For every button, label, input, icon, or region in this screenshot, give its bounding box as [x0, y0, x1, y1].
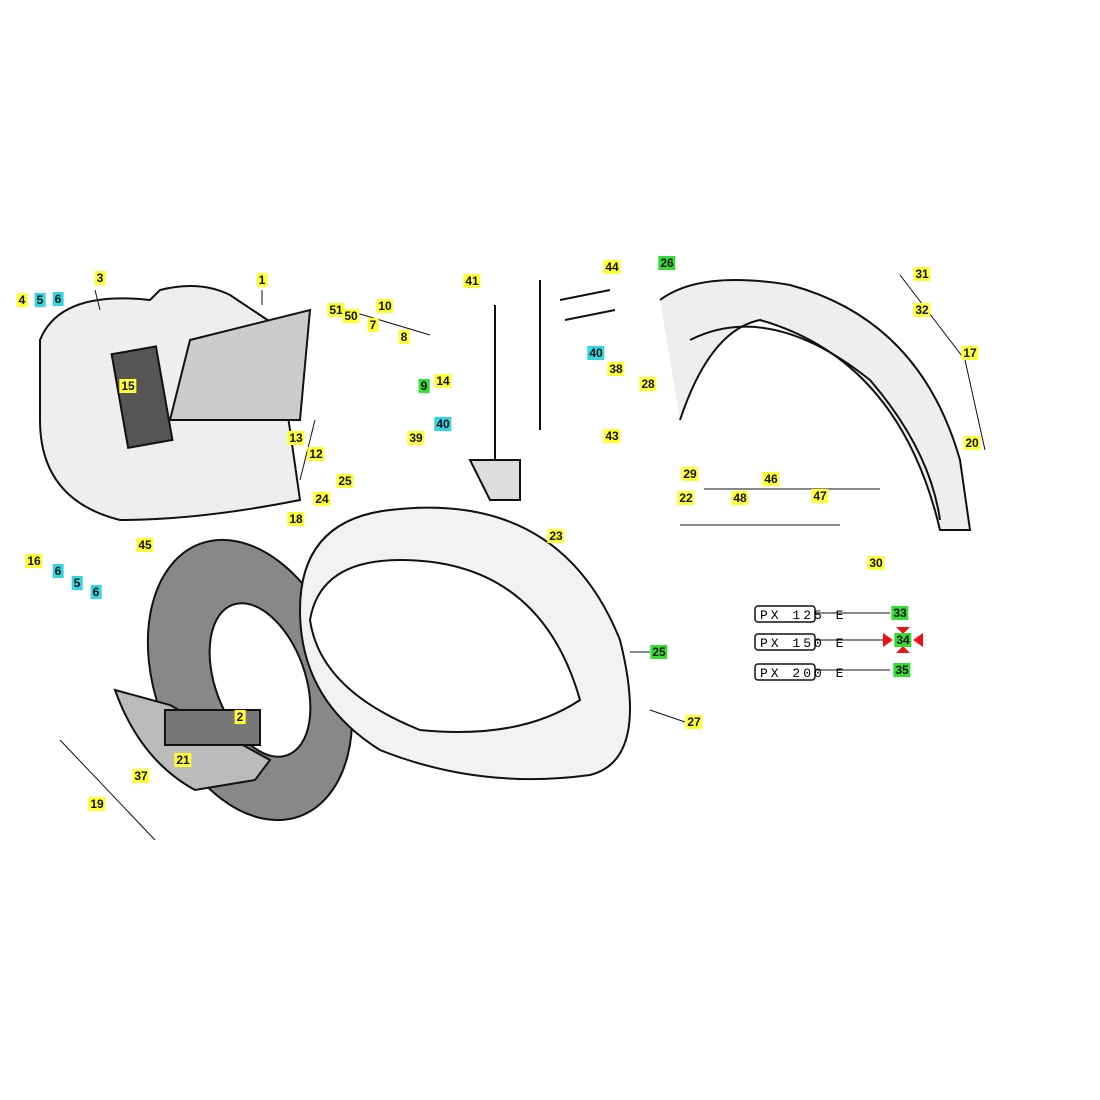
callout-28[interactable]: 28	[639, 377, 657, 391]
callout-13[interactable]: 13	[287, 431, 305, 445]
callout-3[interactable]: 3	[94, 271, 106, 285]
callout-19[interactable]: 19	[88, 797, 106, 811]
callout-44[interactable]: 44	[603, 260, 621, 274]
callout-46[interactable]: 46	[762, 472, 780, 486]
callout-17[interactable]: 17	[961, 346, 979, 360]
callout-10[interactable]: 10	[376, 299, 394, 313]
callout-4[interactable]: 4	[16, 293, 28, 307]
callout-14[interactable]: 14	[434, 374, 452, 388]
callout-39[interactable]: 39	[407, 431, 425, 445]
callout-38[interactable]: 38	[607, 362, 625, 376]
callout-50[interactable]: 50	[342, 309, 360, 323]
callout-5-lower[interactable]: 5	[71, 576, 83, 590]
callout-6-bottom[interactable]: 6	[90, 585, 102, 599]
callout-7[interactable]: 7	[367, 318, 379, 332]
callout-51[interactable]: 51	[327, 303, 345, 317]
callout-23[interactable]: 23	[547, 529, 565, 543]
callout-6-lower[interactable]: 6	[52, 564, 64, 578]
callout-6[interactable]: 6	[52, 292, 64, 306]
rear-fender	[659, 279, 972, 531]
callout-31[interactable]: 31	[913, 267, 931, 281]
callout-5[interactable]: 5	[34, 293, 46, 307]
badge-px200: PX 200 E	[760, 666, 846, 681]
callout-40-lower[interactable]: 40	[434, 417, 452, 431]
callout-33[interactable]: 33	[891, 606, 909, 620]
badge-px125: PX 125 E	[760, 608, 846, 623]
callout-47[interactable]: 47	[811, 489, 829, 503]
callout-40[interactable]: 40	[587, 346, 605, 360]
selection-marker-icon	[883, 627, 923, 653]
callout-48[interactable]: 48	[731, 491, 749, 505]
model-badges	[754, 605, 816, 681]
callout-25[interactable]: 25	[336, 474, 354, 488]
callout-21[interactable]: 21	[174, 753, 192, 767]
callout-9[interactable]: 9	[418, 379, 430, 393]
callout-41[interactable]: 41	[463, 274, 481, 288]
callout-29[interactable]: 29	[681, 467, 699, 481]
callout-25-cowl[interactable]: 25	[650, 645, 668, 659]
callout-27[interactable]: 27	[685, 715, 703, 729]
callout-30[interactable]: 30	[867, 556, 885, 570]
callout-2[interactable]: 2	[234, 710, 246, 724]
callout-32[interactable]: 32	[913, 303, 931, 317]
callout-37[interactable]: 37	[132, 769, 150, 783]
callout-1[interactable]: 1	[256, 273, 268, 287]
callout-26[interactable]: 26	[658, 256, 676, 270]
panel-glovebox-door	[168, 308, 312, 421]
callout-16[interactable]: 16	[25, 554, 43, 568]
callout-34[interactable]: 34	[894, 633, 912, 647]
callout-22[interactable]: 22	[677, 491, 695, 505]
badge-px150: PX 150 E	[760, 636, 846, 651]
callout-45[interactable]: 45	[136, 538, 154, 552]
callout-43[interactable]: 43	[603, 429, 621, 443]
callout-15[interactable]: 15	[119, 379, 137, 393]
callout-24[interactable]: 24	[313, 492, 331, 506]
callout-12[interactable]: 12	[307, 447, 325, 461]
callout-20[interactable]: 20	[963, 436, 981, 450]
callout-35[interactable]: 35	[893, 663, 911, 677]
callout-18[interactable]: 18	[287, 512, 305, 526]
hook-bracket	[468, 280, 541, 501]
callout-8[interactable]: 8	[398, 330, 410, 344]
